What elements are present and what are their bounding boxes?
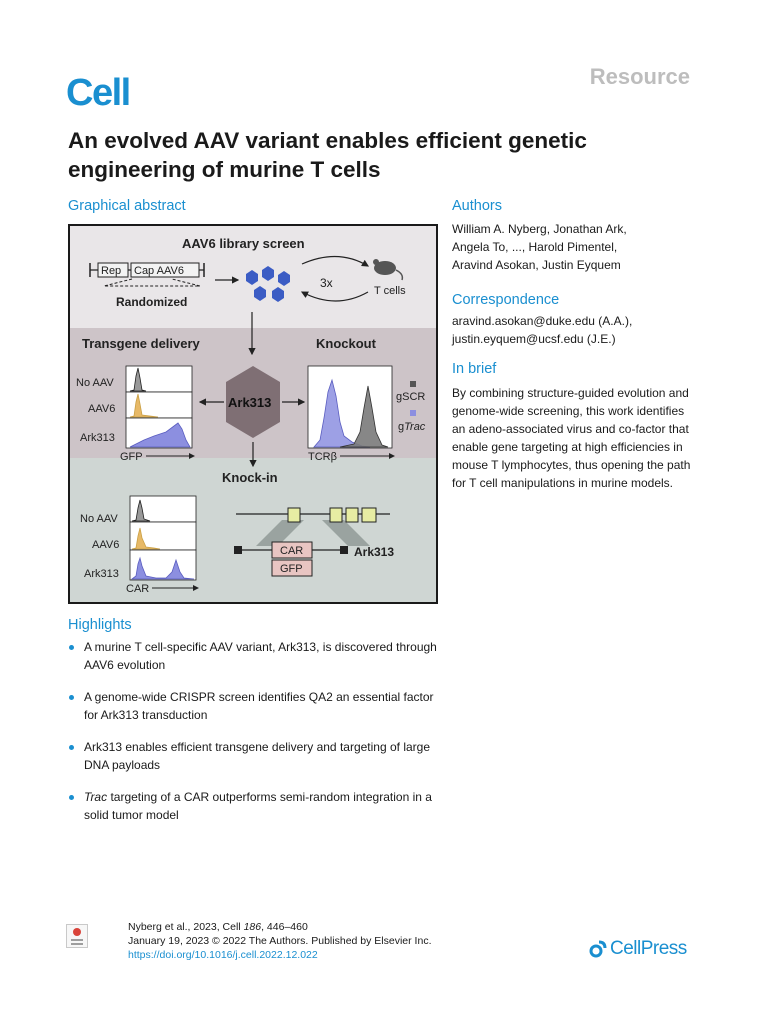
citation-footer: Nyberg et al., 2023, Cell 186, 446–460 J… (128, 920, 431, 962)
gene-box-2 (329, 507, 343, 523)
ark313-knockin-label: Ark313 (354, 545, 394, 559)
paper-title: An evolved AAV variant enables efficient… (68, 128, 587, 182)
journal-logo: Cell (66, 72, 131, 114)
check-for-updates-icon[interactable] (66, 924, 88, 948)
authors-line: Aravind Asokan, Justin Eyquem (452, 258, 621, 272)
histogram-ark313-bottom (130, 556, 195, 580)
highlight-item: Ark313 enables efficient transgene deliv… (68, 738, 438, 774)
row-label-ark313-top: Ark313 (80, 432, 115, 444)
library-screen-title: AAV6 library screen (182, 236, 305, 251)
highlights-list: A murine T cell-specific AAV variant, Ar… (68, 638, 438, 838)
car-box-label: CAR (280, 545, 303, 557)
highlights-heading: Highlights (68, 617, 132, 633)
capsid-5 (272, 287, 284, 302)
randomized-label: Randomized (116, 295, 187, 309)
row-label-aav6-top: AAV6 (88, 403, 115, 415)
gene-box-3 (345, 507, 359, 523)
copyright-line: January 19, 2023 © 2022 The Authors. Pub… (128, 935, 432, 947)
rep-label: Rep (101, 265, 121, 277)
correspondence-email[interactable]: aravind.asokan@duke.edu (A.A.), (452, 314, 633, 328)
authors-line: Angela To, ..., Harold Pimentel, (452, 240, 618, 254)
knockout-title: Knockout (316, 336, 377, 351)
gene-box-1 (287, 507, 301, 523)
mouse-icon (373, 259, 404, 281)
cap-label: Cap AAV6 (134, 265, 184, 277)
row-label-ark313-bottom: Ark313 (84, 568, 119, 580)
capsid-3 (278, 271, 290, 286)
row-label-no-aav-bottom: No AAV (80, 513, 118, 525)
knock-in-title: Knock-in (222, 470, 278, 485)
citation-line: Nyberg et al., 2023, Cell 186, 446–460 (128, 921, 308, 933)
graphical-abstract: AAV6 library screen Rep Cap AAV6 Randomi… (68, 224, 438, 604)
gtrac-label: gTrac (398, 421, 426, 433)
in-brief-heading: In brief (452, 361, 497, 377)
t-cells-label: T cells (374, 285, 406, 297)
ark313-hexagon (226, 366, 280, 438)
gfp-box-label: GFP (280, 563, 303, 575)
transgene-delivery-title: Transgene delivery (82, 336, 201, 351)
publisher-name: CellPress (610, 938, 687, 959)
gfp-axis-label: GFP (120, 451, 143, 463)
capsid-2 (262, 266, 274, 281)
row-label-no-aav-top: No AAV (76, 377, 114, 389)
correspondence-heading: Correspondence (452, 292, 560, 308)
histogram-no-aav-bottom (131, 499, 151, 522)
cellpress-logo: CellPress (588, 938, 687, 960)
histogram-no-aav-top (129, 367, 147, 392)
row-label-aav6-bottom: AAV6 (92, 539, 119, 551)
gtrac-swatch (410, 410, 416, 416)
rounds-label: 3x (320, 276, 333, 290)
authors-list: William A. Nyberg, Jonathan Ark, Angela … (452, 220, 692, 274)
histogram-gscr (339, 385, 389, 448)
graphical-abstract-heading: Graphical abstract (68, 198, 186, 214)
highlight-item: Trac targeting of a CAR outperforms semi… (68, 788, 438, 824)
gscr-swatch (410, 381, 416, 387)
doi-link[interactable]: https://doi.org/10.1016/j.cell.2022.12.0… (128, 949, 318, 961)
highlight-item: A genome-wide CRISPR screen identifies Q… (68, 688, 438, 724)
capsid-1 (246, 270, 258, 285)
gene-box-4 (361, 507, 377, 523)
gscr-label: gSCR (396, 391, 425, 403)
histogram-aav6-top (129, 393, 159, 418)
ark313-center-label: Ark313 (228, 395, 271, 410)
homology-arms (256, 520, 304, 546)
histogram-aav6-bottom (131, 527, 161, 550)
article-type: Resource (589, 64, 690, 89)
in-brief-text: By combining structure-guided evolution … (452, 386, 691, 490)
car-axis-label: CAR (126, 583, 149, 595)
authors-line: William A. Nyberg, Jonathan Ark, (452, 222, 627, 236)
authors-heading: Authors (452, 198, 502, 214)
cellpress-mark-icon (589, 940, 607, 958)
tcr-axis-label: TCRβ (308, 451, 337, 463)
correspondence-email[interactable]: justin.eyquem@ucsf.edu (J.E.) (452, 332, 616, 346)
histogram-ark313-top (129, 422, 191, 448)
correspondence-list: aravind.asokan@duke.edu (A.A.), justin.e… (452, 312, 702, 348)
capsid-4 (254, 286, 266, 301)
highlight-item: A murine T cell-specific AAV variant, Ar… (68, 638, 438, 674)
